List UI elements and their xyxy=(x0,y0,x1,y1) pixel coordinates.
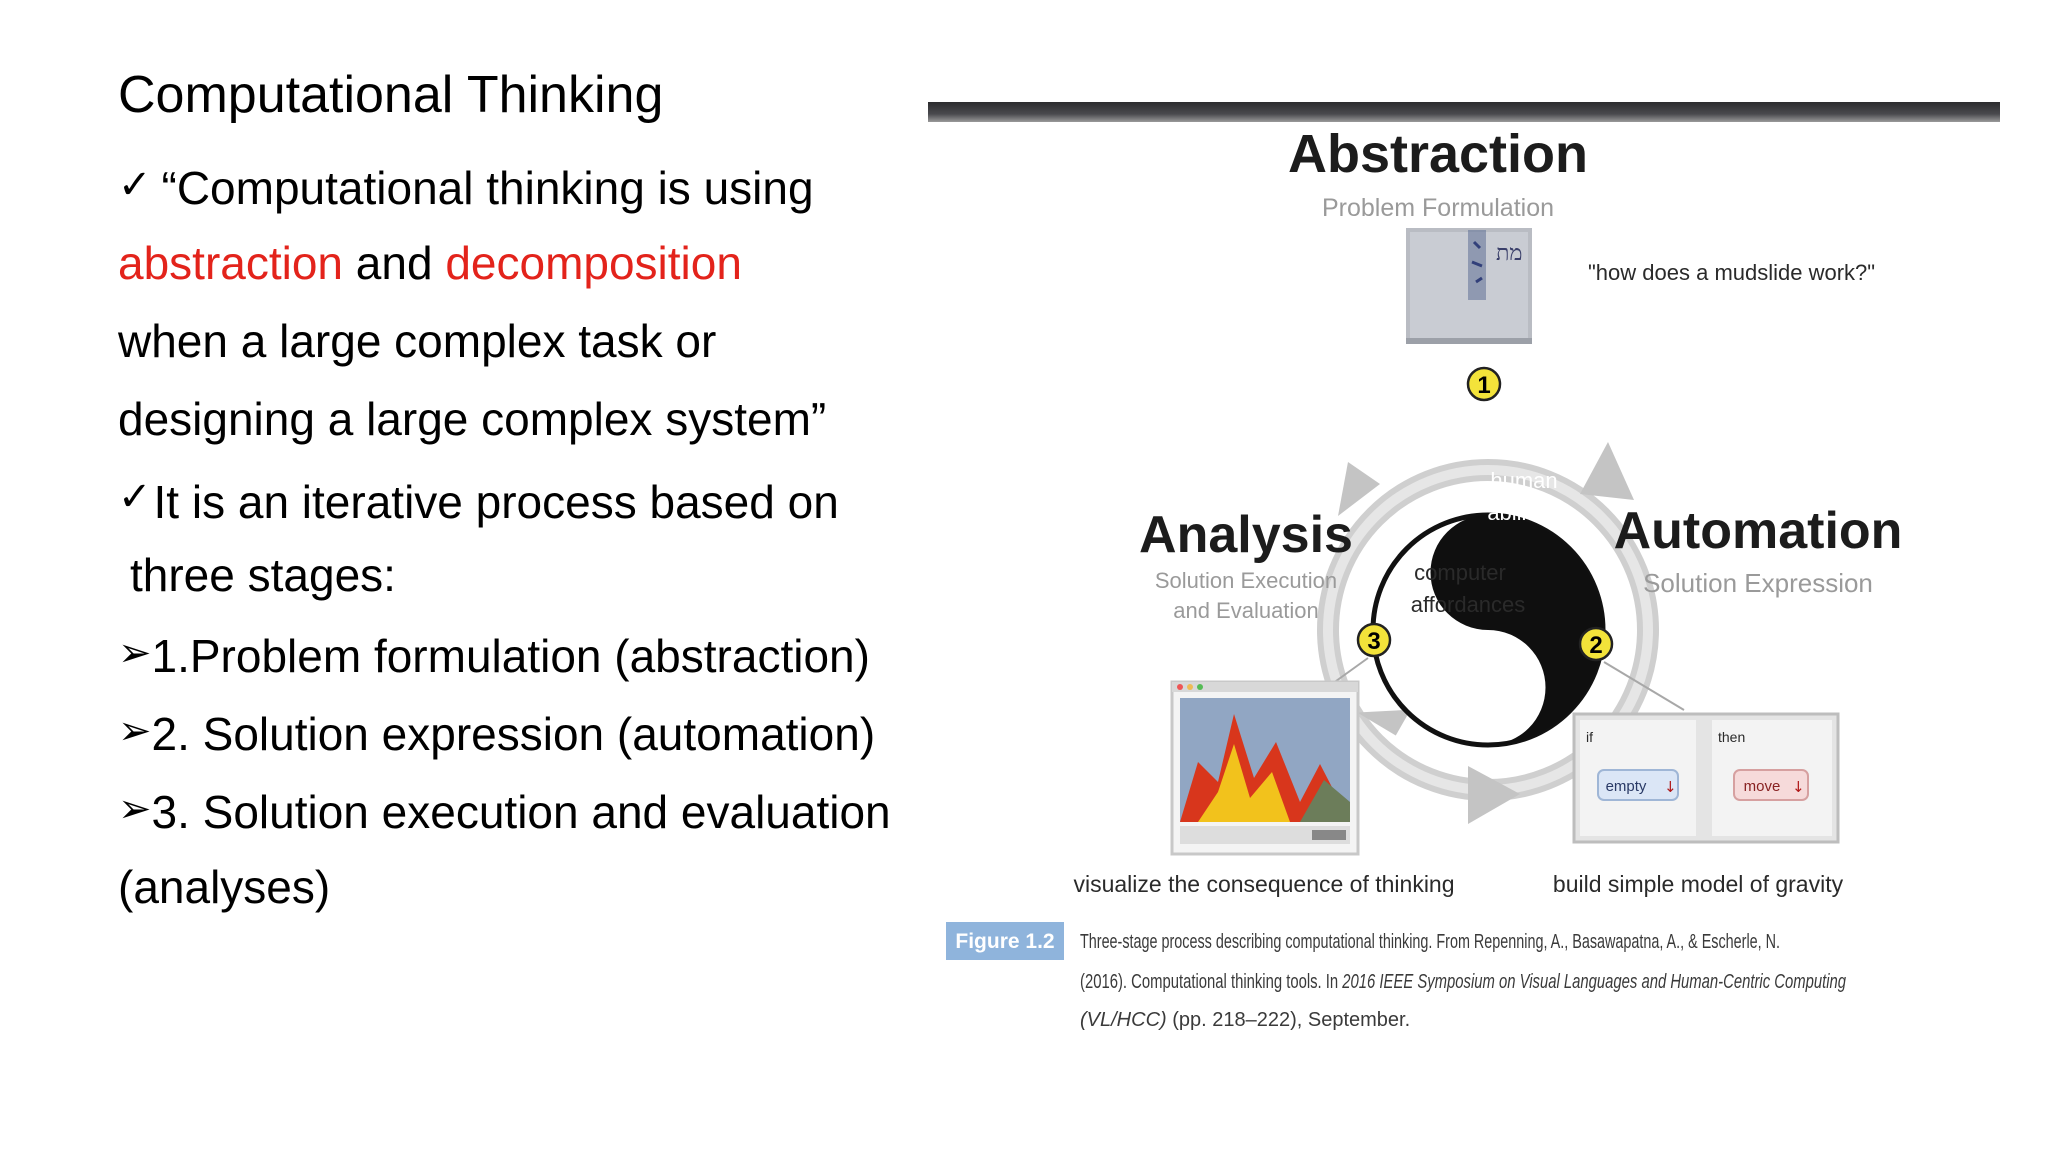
stage-item-2-text: 2. Solution expression (automation) xyxy=(151,708,876,760)
figure-top-bar xyxy=(928,102,2000,122)
rule-condition-label: empty xyxy=(1606,778,1647,795)
rule-then-label: then xyxy=(1718,729,1745,745)
human-label-2: abilities xyxy=(1487,500,1560,525)
stage-item-1-text: 1.Problem formulation (abstraction) xyxy=(151,630,870,682)
note-scribble: מת xyxy=(1496,241,1522,266)
svg-text:2: 2 xyxy=(1589,632,1602,659)
rule-editor-image: if then empty ↓ move ↓ xyxy=(1572,712,1840,844)
rule-action-label: move xyxy=(1744,778,1781,795)
caption-tag-label: Figure 1.2 xyxy=(955,930,1054,953)
stage-item-1: ➢1.Problem formulation (abstraction) xyxy=(118,614,870,692)
cycle-arrow-icon xyxy=(1357,709,1411,736)
check-mark-icon: ✓ xyxy=(118,162,152,208)
cycle-arrow-icon xyxy=(1468,766,1520,824)
process-cycle-ring xyxy=(1317,442,1659,824)
analysis-subtitle-2: and Evaluation xyxy=(1173,598,1319,623)
gravity-label: build simple model of gravity xyxy=(1553,871,1844,897)
three-stage-diagram: Abstraction Problem Formulation מת "how … xyxy=(946,124,1903,1031)
cycle-arrow-icon xyxy=(1338,462,1380,516)
step-badge-2: 2 xyxy=(1578,626,1614,662)
simulation-window-image xyxy=(1170,680,1360,856)
arrowhead-bullet-icon: ➢ xyxy=(118,708,152,754)
down-arrow-icon: ↓ xyxy=(1664,778,1677,796)
mudslide-quote: "how does a mudslide work?" xyxy=(1588,260,1875,285)
abstraction-title: Abstraction xyxy=(1288,124,1588,184)
svg-text:3: 3 xyxy=(1367,628,1380,655)
figure-caption: Figure 1.2 Three-stage process describin… xyxy=(946,922,1846,1031)
svg-text:1: 1 xyxy=(1477,372,1490,399)
caption-tag xyxy=(946,922,1064,960)
down-arrow-icon: ↓ xyxy=(1792,778,1805,796)
term-and: and xyxy=(355,237,433,289)
quote-text-1: “Computational thinking is using xyxy=(161,162,814,214)
term-decomposition: decomposition xyxy=(445,237,742,289)
three-stages-line: three stages: xyxy=(130,549,396,601)
step-badge-3: 3 xyxy=(1356,622,1392,658)
visualize-label: visualize the consequence of thinking xyxy=(1073,871,1454,897)
caption-line-3: (VL/HCC) (pp. 218–222), September. xyxy=(1080,1009,1410,1031)
analysis-title: Analysis xyxy=(1139,506,1353,564)
term-abstraction: abstraction xyxy=(118,237,344,289)
stage-item-3-continued: (analyses) xyxy=(118,861,331,913)
paper-note-image: מת xyxy=(1406,228,1532,344)
quote-line-3: when a large complex task or xyxy=(118,315,717,367)
automation-subtitle: Solution Expression xyxy=(1643,568,1873,598)
rule-if-label: if xyxy=(1586,729,1593,745)
arrowhead-bullet-icon: ➢ xyxy=(118,630,152,676)
caption-line-2: (2016). Computational thinking tools. In… xyxy=(1080,971,1846,993)
abstraction-subtitle: Problem Formulation xyxy=(1322,194,1554,222)
stage-item-3: ➢3. Solution execution and evaluation xyxy=(118,770,891,848)
analysis-subtitle-1: Solution Execution xyxy=(1155,568,1337,593)
iterative-line: ✓It is an iterative process based on xyxy=(118,458,839,536)
yin-yang-icon xyxy=(1370,512,1606,748)
human-label-1: human xyxy=(1490,468,1557,493)
iterative-text: It is an iterative process based on xyxy=(153,476,839,528)
step-badge-1: 1 xyxy=(1466,366,1502,402)
caption-line-1: Three-stage process describing computati… xyxy=(1080,931,1780,953)
stage-item-2: ➢2. Solution expression (automation) xyxy=(118,692,875,770)
quote-line-1: ✓“Computational thinking is using xyxy=(118,146,814,224)
slide-title: Computational Thinking xyxy=(118,66,664,124)
computer-label-1: computer xyxy=(1414,560,1506,585)
computational-thinking-figure: Abstraction Problem Formulation מת "how … xyxy=(928,102,2000,1062)
quote-line-4: designing a large complex system” xyxy=(118,393,827,445)
quote-line-2: abstraction and decomposition xyxy=(118,224,742,302)
check-mark-icon: ✓ xyxy=(118,474,152,520)
stage-item-3-text: 3. Solution execution and evaluation xyxy=(151,786,891,838)
computer-label-2: affordances xyxy=(1411,592,1526,617)
cycle-arrow-icon xyxy=(1580,442,1634,500)
arrowhead-bullet-icon: ➢ xyxy=(118,786,152,832)
automation-title: Automation xyxy=(1614,502,1903,560)
